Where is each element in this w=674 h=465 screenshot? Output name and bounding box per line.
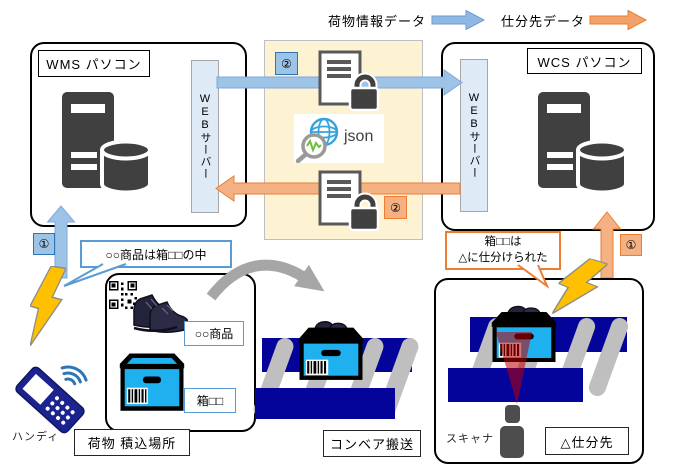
sorting-lightning-icon xyxy=(552,257,608,315)
json-globe-magnifier-icon xyxy=(295,117,339,163)
wms-title: WMS パソコン xyxy=(38,50,150,77)
handy-upload-arrow-icon xyxy=(46,205,76,279)
handy-terminal-icon xyxy=(15,365,88,434)
conveyor-caption: コンベア搬送 xyxy=(323,430,421,457)
legend-arrows xyxy=(431,9,648,31)
legend-orange-arrow-icon xyxy=(589,9,648,31)
locked-document-icon-top xyxy=(318,50,380,112)
transfer-curved-arrow-icon xyxy=(206,259,325,301)
legend-blue-arrow-icon xyxy=(431,9,486,31)
sorting-upload-arrow-icon xyxy=(592,211,622,279)
box-sorted-callout-tail xyxy=(517,264,550,289)
step2-blue-chip: ② xyxy=(275,52,298,75)
wms-webserver-bar: WEBサーバー xyxy=(191,60,219,213)
product-in-box-callout: ○○商品は箱□□の中 xyxy=(80,240,232,268)
handy-label: ハンディ xyxy=(12,431,60,443)
wireless-waves-icon xyxy=(60,365,88,386)
json-word: json xyxy=(344,128,374,145)
conveyor-base xyxy=(255,388,395,419)
step1-orange-chip: ① xyxy=(620,234,642,256)
scanner-body-icon xyxy=(500,426,524,458)
box-sorted-callout-line2: △に仕分けられた xyxy=(458,251,548,264)
box-sorted-callout: 箱□□は △に仕分けられた xyxy=(445,231,561,270)
handy-lightning-icon xyxy=(30,266,66,346)
scanner-head-icon xyxy=(505,405,520,423)
wcs-server-icon xyxy=(538,92,628,194)
legend-sorting-data-label: 仕分先データ xyxy=(501,14,586,29)
scan-beam-icon xyxy=(496,332,532,404)
box-sorted-callout-line1: 箱□□は xyxy=(484,235,522,248)
step2-orange-chip: ② xyxy=(384,196,407,219)
product-tag: ○○商品 xyxy=(184,321,244,346)
box-tag: 箱□□ xyxy=(184,388,236,413)
locked-document-icon-bottom xyxy=(318,170,380,232)
wcs-title: WCS パソコン xyxy=(527,48,642,74)
loading-area-caption: 荷物 積込場所 xyxy=(74,429,190,456)
sorting-destination-caption: △仕分先 xyxy=(545,427,629,455)
scanner-label: スキャナ xyxy=(446,433,494,445)
step1-blue-chip: ① xyxy=(33,233,55,255)
crate-on-conveyor-icon xyxy=(298,321,364,380)
json-logo: json xyxy=(294,114,384,163)
shoes-icon xyxy=(133,294,188,333)
wms-server-icon xyxy=(62,92,152,194)
legend-package-data-label: 荷物情報データ xyxy=(328,14,427,29)
loading-crate-icon xyxy=(119,353,185,411)
product-callout-tail xyxy=(63,263,127,287)
qr-code-icon xyxy=(109,281,137,309)
wcs-webserver-bar: WEBサーバー xyxy=(460,59,488,212)
